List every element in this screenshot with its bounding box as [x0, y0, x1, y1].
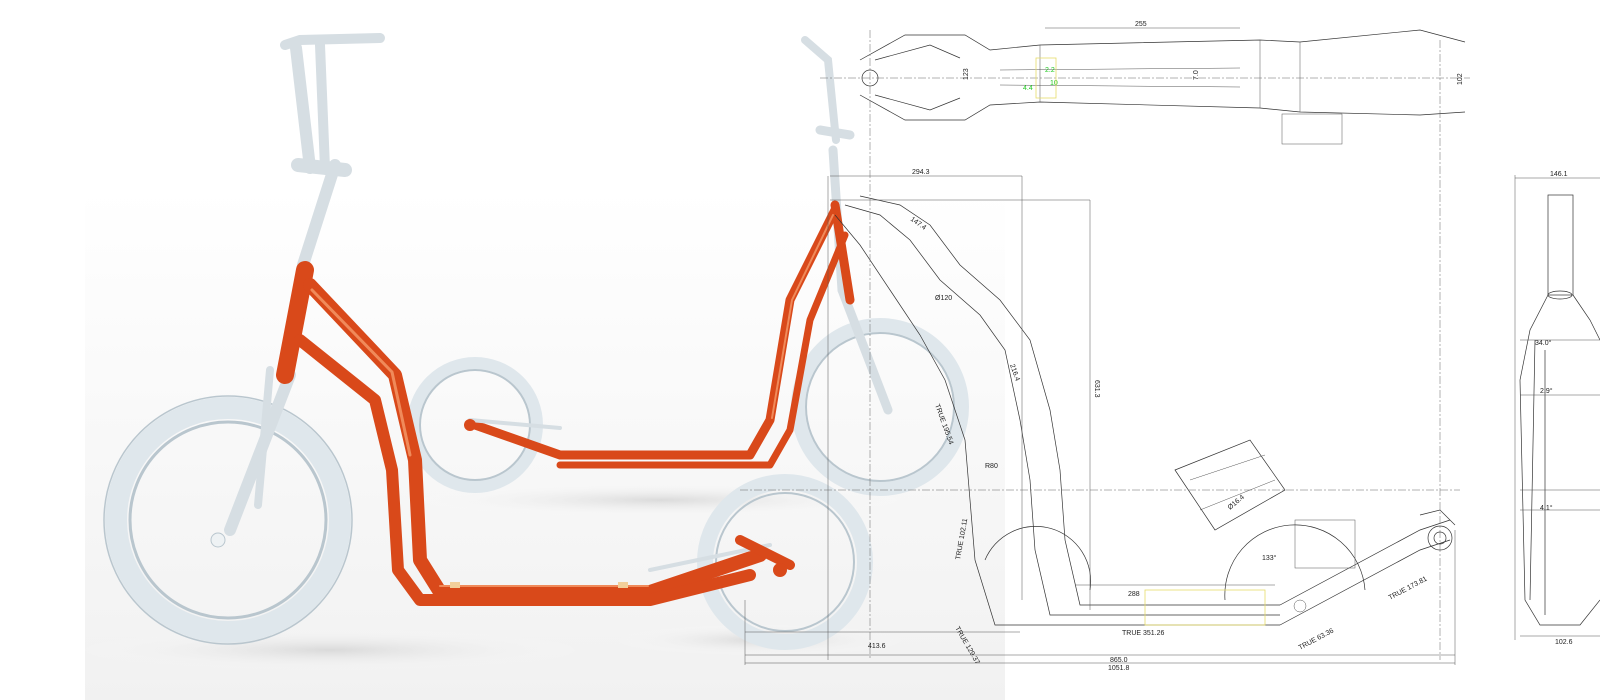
dim-side-164: Ø16.4 [1227, 494, 1246, 512]
dim-side-133: 133° [1262, 554, 1277, 562]
floor-shadow-front [70, 628, 590, 672]
dim-front-29: 2.9° [1540, 387, 1553, 395]
floor-shadow-back-scooter [400, 482, 920, 518]
dim-front-102: 102.6 [1555, 639, 1573, 646]
scooter-back [407, 36, 969, 496]
top-view: 255 4.4 2.2 10 123 7.0 102 [820, 21, 1470, 145]
dim-side-631: 631.3 [1093, 380, 1100, 398]
dim-top-255: 255 [1135, 21, 1147, 28]
dim-side-true63: TRUE 63.36 [1298, 627, 1335, 651]
dim-top-green-2: 2.2 [1045, 67, 1055, 74]
front-view: 146.1 34.0° 2.9° 4.1° 102.6 [1514, 171, 1600, 646]
dim-side-120: Ø120 [935, 295, 952, 302]
dim-side-r80: R80 [985, 463, 998, 470]
dim-top-102: 102 [1457, 73, 1464, 85]
dim-side-true173: TRUE 173.81 [1388, 576, 1429, 602]
scooter-front [103, 33, 873, 650]
dim-side-413: 413.6 [868, 643, 886, 650]
dim-side-1051: 1051.8 [1108, 665, 1130, 672]
dim-side-true351: TRUE 351.26 [1122, 630, 1165, 637]
dim-top-123: 123 [963, 68, 970, 80]
dim-front-41: 4.1° [1540, 504, 1553, 512]
dim-top-green-3: 10 [1050, 80, 1058, 87]
dim-top-113: 7.0 [1193, 70, 1200, 80]
dim-top-green-1: 4.4 [1023, 85, 1033, 92]
dim-side-294: 294.3 [912, 169, 930, 176]
dim-side-865: 865.0 [1110, 657, 1128, 664]
dim-front-34: 34.0° [1535, 339, 1552, 347]
dim-front-146: 146.1 [1550, 171, 1568, 178]
dim-side-288: 288 [1128, 591, 1140, 598]
